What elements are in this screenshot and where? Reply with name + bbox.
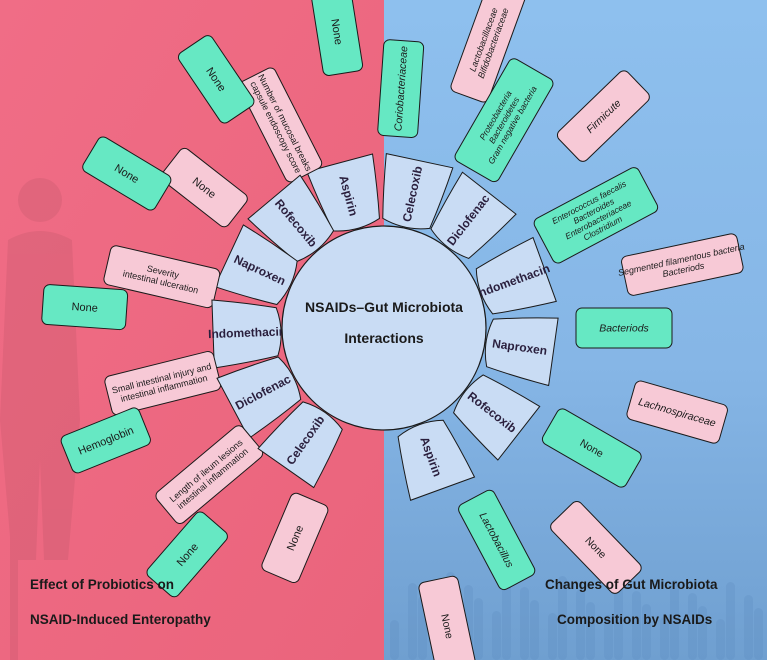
left-caption-line1: Effect of Probiotics on bbox=[30, 577, 174, 592]
left-drug-celecoxib: Celecoxib bbox=[257, 401, 343, 489]
right-item-box-1-b: Firmicute bbox=[556, 70, 650, 162]
left-inner-box-5: None bbox=[261, 492, 329, 584]
left-outer-box-4: Hemoglobin bbox=[60, 407, 151, 474]
center-title-line2: Interactions bbox=[344, 330, 424, 346]
right-caption-line1: Changes of Gut Microbiota bbox=[545, 577, 718, 592]
left-outer-box-3-text: None bbox=[71, 301, 98, 315]
center-circle bbox=[281, 225, 487, 431]
right-drug-aspirin: Aspirin bbox=[397, 419, 476, 501]
right-item-box-0-a-text: Coriobacteriaceae bbox=[392, 46, 410, 132]
center-title-line1: NSAIDs–Gut Microbiota bbox=[305, 299, 463, 315]
left-drug-aspirin: Aspirin bbox=[306, 153, 380, 232]
left-outer-box-5: None bbox=[146, 511, 228, 598]
right-drug-indomethacin: Indomethacin bbox=[474, 236, 557, 315]
left-caption-line2: NSAID-Induced Enteropathy bbox=[30, 612, 211, 627]
right-item-box-5-b-text: None bbox=[438, 613, 455, 640]
right-item-box-4-b: None bbox=[550, 500, 642, 594]
left-outer-box-1: None bbox=[177, 35, 255, 124]
right-item-box-5-b: None bbox=[418, 575, 477, 660]
right-drug-celecoxib: Celecoxib bbox=[382, 153, 454, 230]
right-item-box-3-a-text: Bacteriods bbox=[599, 323, 649, 335]
left-drug-indomethacin-label: Indomethacin bbox=[208, 324, 286, 341]
left-drug-indomethacin: Indomethacin bbox=[208, 299, 286, 369]
right-drug-diclofenac: Diclofenac bbox=[430, 171, 517, 259]
right-item-box-4-a: None bbox=[541, 408, 642, 488]
right-drug-naproxen: Naproxen bbox=[484, 317, 559, 387]
left-drug-naproxen: Naproxen bbox=[213, 224, 298, 306]
right-item-box-3-a: Bacteriods bbox=[575, 307, 673, 349]
left-inner-box-1: None bbox=[160, 147, 248, 228]
right-item-box-3-b: Lachnospiraceae bbox=[626, 380, 728, 444]
right-caption-line2: Composition by NSAIDs bbox=[557, 612, 712, 627]
right-drug-rofecoxib: Rofecoxib bbox=[453, 374, 541, 461]
left-outer-box-0: None bbox=[311, 0, 364, 76]
left-outer-box-3: None bbox=[41, 284, 129, 331]
right-item-box-0-a: Coriobacteriaceae bbox=[377, 39, 425, 138]
left-outer-box-2: None bbox=[82, 136, 172, 211]
left-outer-box-0-text: None bbox=[328, 18, 344, 46]
left-drug-rofecoxib: Rofecoxib bbox=[247, 174, 335, 263]
left-drug-diclofenac: Diclofenac bbox=[216, 356, 302, 440]
